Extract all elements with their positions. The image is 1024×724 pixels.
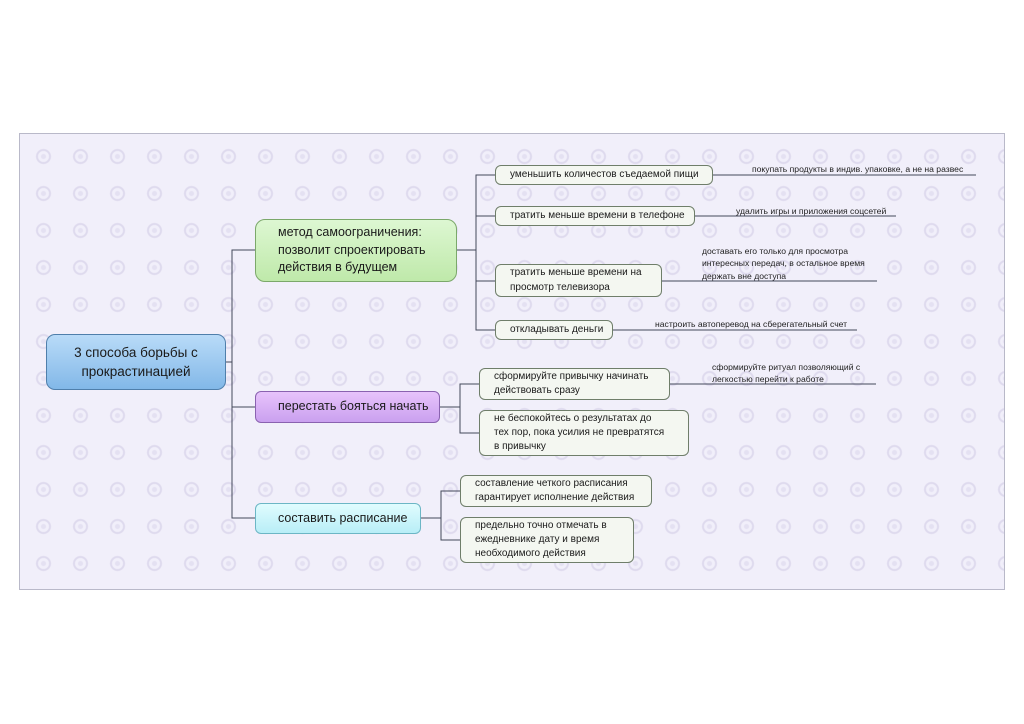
branch-stop-fear[interactable]: перестать бояться начать xyxy=(255,391,440,423)
subtopic-planner[interactable]: предельно точно отмечать в ежедневнике д… xyxy=(460,517,634,563)
connector-root-branch-3 xyxy=(231,407,255,519)
subtopic-habit-start[interactable]: сформируйте привычку начинать действоват… xyxy=(479,368,670,400)
connector-b3-child-2 xyxy=(440,518,460,541)
subtopic-clear-schedule[interactable]: составление четкого расписания гарантиру… xyxy=(460,475,652,507)
note-habit-start: сформируйте ритуал позволяющий с легкост… xyxy=(712,362,861,385)
connector-root-branch-1 xyxy=(226,249,255,363)
connector-root-branch-2 xyxy=(231,362,255,408)
subtopic-no-worry[interactable]: не беспокойтесь о результатах до тех пор… xyxy=(479,410,689,456)
subtopic-less-food[interactable]: уменьшить количестов съедаемой пищи xyxy=(495,165,713,185)
branch-schedule[interactable]: составить расписание xyxy=(255,503,421,534)
note-less-food: покупать продукты в индив. упаковке, а н… xyxy=(752,164,964,174)
root-node[interactable]: 3 способа борьбы с прокрастинацией xyxy=(46,334,226,390)
subtopic-save-money[interactable]: откладывать деньги xyxy=(495,320,613,340)
connector-b3-child-1 xyxy=(440,490,460,518)
note-save-money: настроить автоперевод на сберегательный … xyxy=(655,319,848,329)
connector-b1-child-1 xyxy=(475,174,495,250)
subtopic-less-tv[interactable]: тратить меньше времени на просмотр телев… xyxy=(495,264,662,297)
connector-b1-child-3 xyxy=(475,250,495,282)
connector-b2-child-1 xyxy=(459,383,479,407)
note-less-tv: доставать его только для просмотра интер… xyxy=(702,246,865,281)
subtopic-less-phone[interactable]: тратить меньше времени в телефоне xyxy=(495,206,695,226)
connector-b2-child-2 xyxy=(459,407,479,434)
connector-b1-child-4 xyxy=(475,281,495,331)
note-less-phone: удалить игры и приложения соцсетей xyxy=(736,206,887,216)
branch-self-restriction[interactable]: метод самоограничения: позволит спроекти… xyxy=(255,219,457,282)
